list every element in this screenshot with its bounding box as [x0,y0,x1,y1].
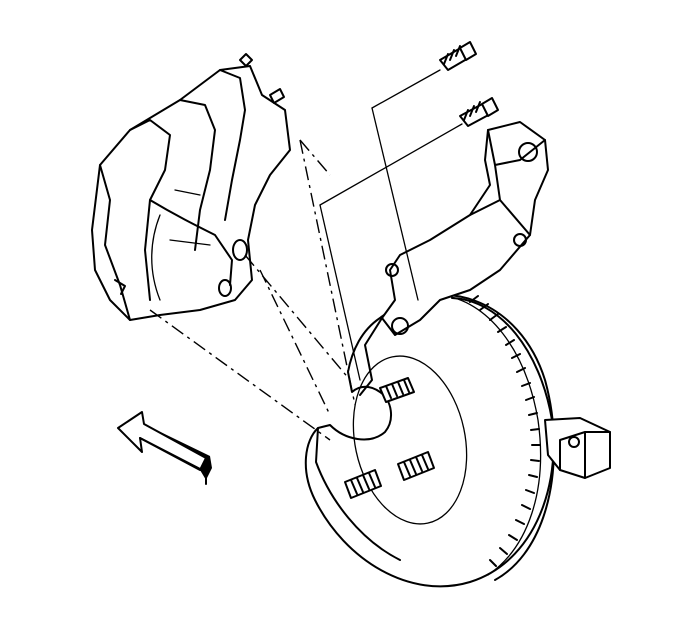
mounting-bolt-2 [459,97,499,127]
rotor-vanes [469,295,541,567]
brake-rotor [304,293,555,588]
brake-caliper [91,53,291,321]
wheel-stud-1 [379,377,415,403]
assembly-lines [149,69,463,441]
mounting-bolt-1 [439,41,477,71]
caliper-mounting-bracket [359,121,549,396]
steering-knuckle [544,417,611,479]
wheel-stud-3 [397,451,435,481]
front-direction-arrow [117,411,212,485]
wheel-stud-2 [344,469,382,499]
